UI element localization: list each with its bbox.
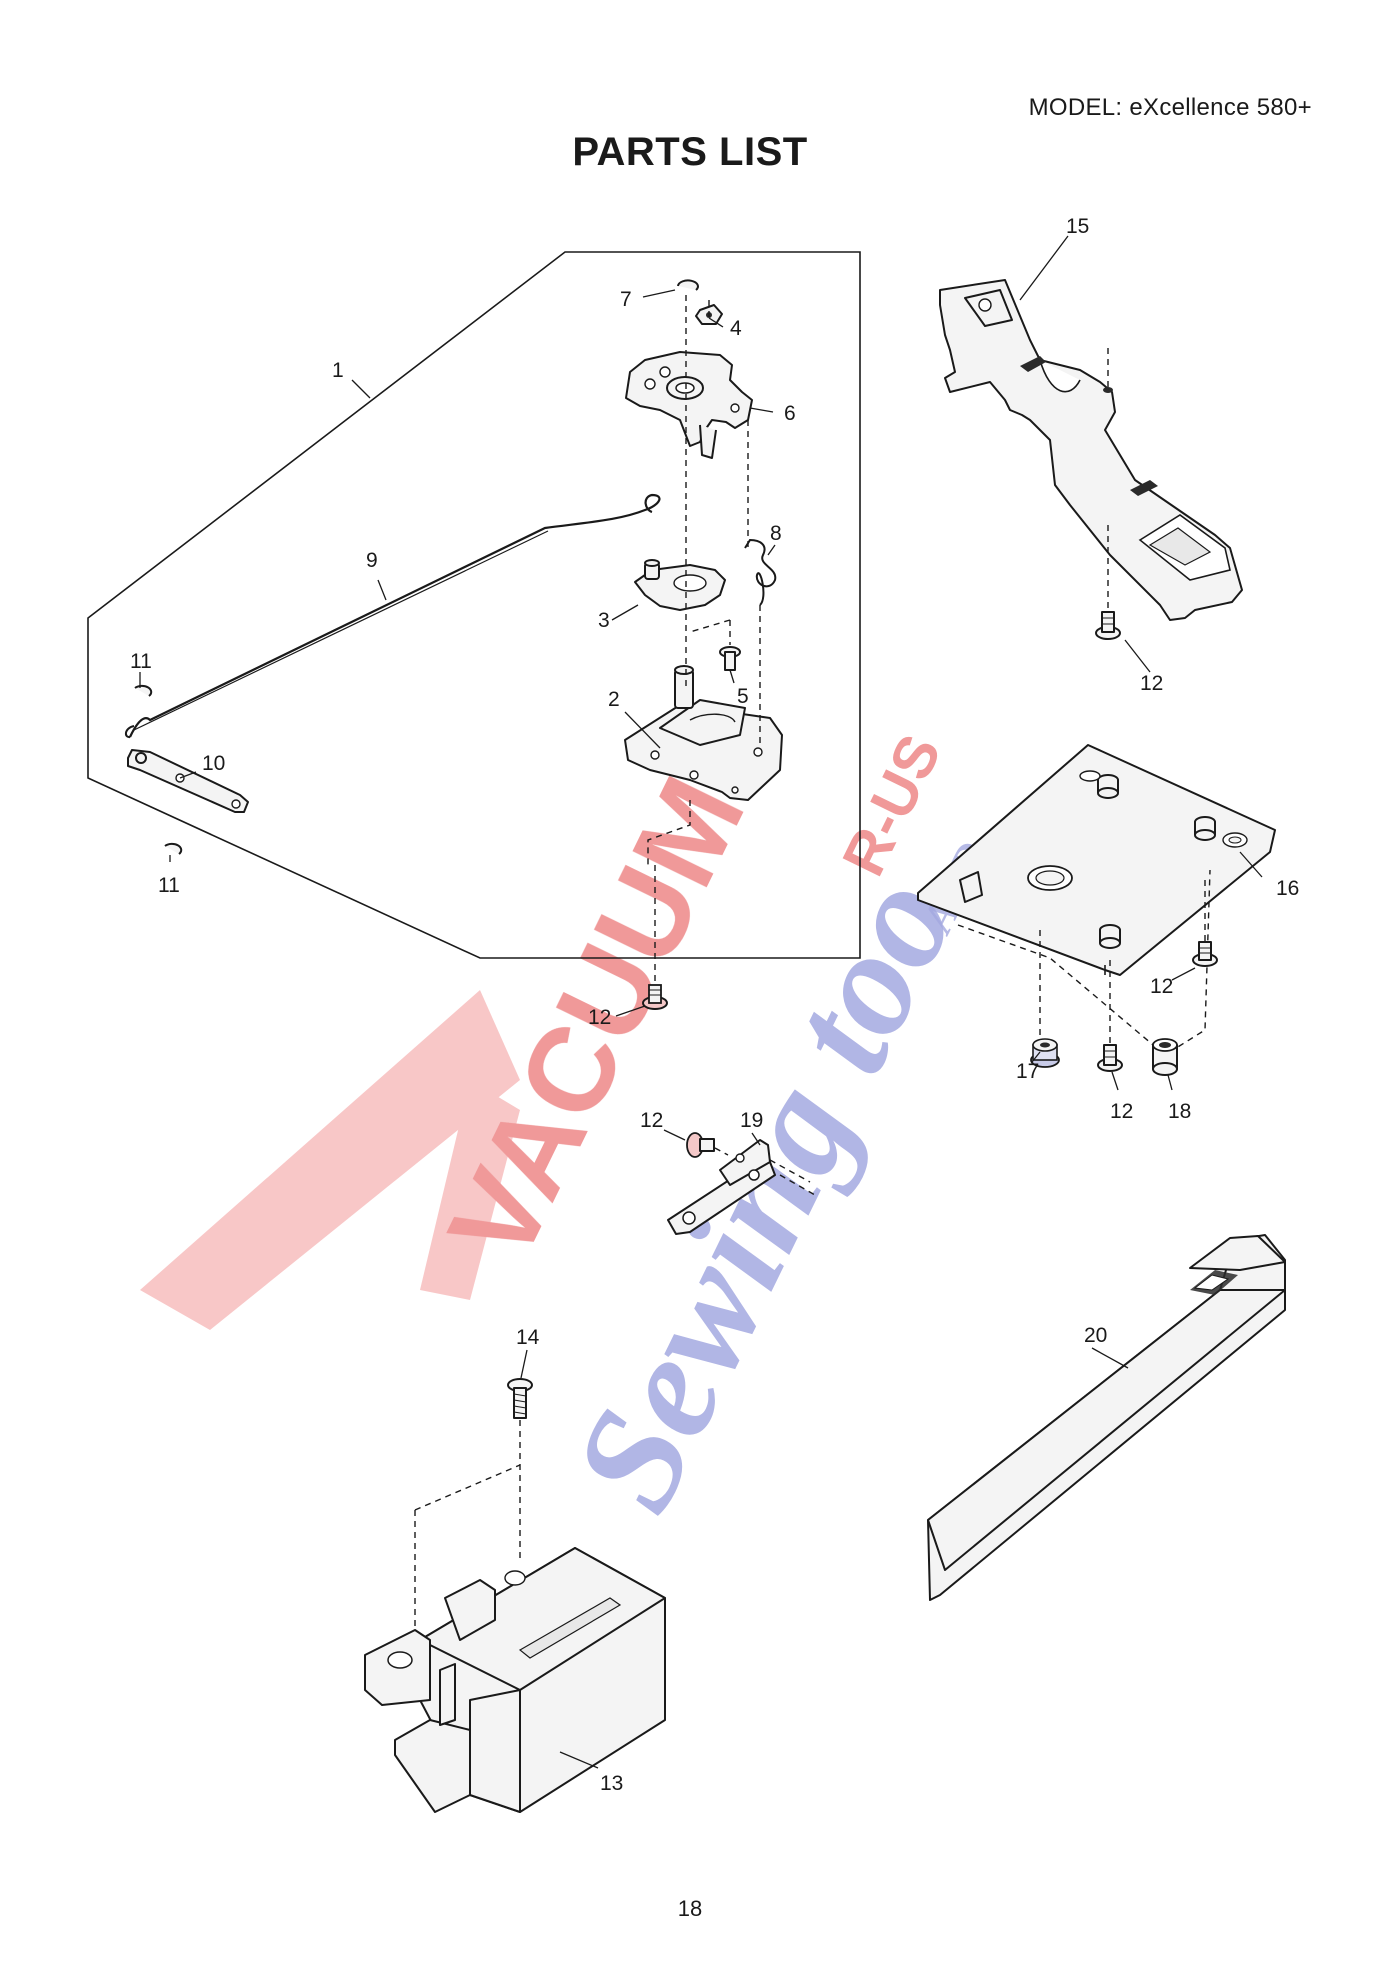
leader-3 bbox=[611, 604, 639, 621]
part-12-screw-bracket bbox=[686, 1132, 715, 1158]
callout-12-right-mid: 12 bbox=[1150, 975, 1173, 998]
callout-17: 17 bbox=[1016, 1060, 1039, 1083]
leader-2 bbox=[624, 711, 661, 749]
part-8-spring bbox=[744, 538, 777, 606]
leader-6 bbox=[749, 407, 774, 413]
leader-12e bbox=[663, 1129, 686, 1141]
leader-5 bbox=[729, 669, 735, 684]
leader-15 bbox=[1019, 235, 1069, 301]
leader-20 bbox=[1091, 1347, 1129, 1369]
part-6-cam-plate bbox=[625, 351, 753, 459]
callout-16: 16 bbox=[1276, 877, 1299, 900]
part-12-screw-center bbox=[642, 984, 668, 1010]
callout-7: 7 bbox=[620, 288, 632, 311]
page-number: 18 bbox=[677, 1896, 703, 1921]
callout-8: 8 bbox=[770, 522, 782, 545]
axis-19 bbox=[714, 1147, 816, 1196]
watermark-swoosh bbox=[140, 990, 520, 1330]
callout-4: 4 bbox=[730, 317, 742, 340]
part-7-e-ring bbox=[677, 279, 699, 291]
leader-12a bbox=[615, 1005, 646, 1017]
leader-12c bbox=[1111, 1071, 1119, 1091]
part-12-screw-right-low bbox=[1097, 1044, 1123, 1072]
axis-2-12 bbox=[647, 800, 691, 865]
part-11-e-ring-top bbox=[134, 684, 153, 697]
part-15-arm bbox=[939, 279, 1243, 621]
part-18-spacer bbox=[1152, 1038, 1178, 1076]
callout-10: 10 bbox=[202, 752, 225, 775]
callout-14: 14 bbox=[516, 1326, 540, 1349]
leader-14 bbox=[520, 1349, 528, 1379]
leader-17 bbox=[1031, 1051, 1041, 1063]
leader-12d bbox=[1124, 639, 1151, 673]
assembly-1-frame bbox=[87, 251, 861, 959]
part-9-wire-rod bbox=[124, 493, 661, 739]
callout-19: 19 bbox=[740, 1109, 763, 1132]
callout-20: 20 bbox=[1084, 1324, 1107, 1347]
leader-8 bbox=[767, 544, 776, 556]
callout-13: 13 bbox=[600, 1772, 623, 1795]
callout-18: 18 bbox=[1168, 1100, 1191, 1123]
callout-12-center: 12 bbox=[588, 1006, 611, 1029]
leader-12b bbox=[1171, 967, 1196, 981]
part-20-cover bbox=[927, 1234, 1286, 1601]
page-title: PARTS LIST bbox=[572, 130, 808, 174]
leader-10 bbox=[179, 771, 197, 779]
callout-12-right-low: 12 bbox=[1110, 1100, 1133, 1123]
part-12-screw-right-mid bbox=[1192, 941, 1218, 967]
callout-2: 2 bbox=[608, 688, 620, 711]
part-17-bushing bbox=[1030, 1038, 1060, 1068]
leader-1 bbox=[351, 379, 371, 399]
part-16-base-plate bbox=[917, 744, 1276, 976]
part-2-base-plate bbox=[624, 665, 783, 801]
part-10-link bbox=[127, 749, 249, 813]
part-3-cam bbox=[634, 559, 726, 611]
part-19-bracket bbox=[667, 1139, 776, 1235]
leader-7 bbox=[642, 289, 676, 298]
watermark-v-stroke bbox=[420, 1080, 520, 1300]
callout-6: 6 bbox=[784, 402, 796, 425]
leader-18 bbox=[1167, 1074, 1173, 1091]
part-11-e-ring-bottom bbox=[164, 842, 183, 855]
callout-15: 15 bbox=[1066, 215, 1089, 238]
part-12-screw-right-top bbox=[1095, 611, 1121, 640]
callout-1: 1 bbox=[332, 359, 344, 382]
callout-12-bracket: 12 bbox=[640, 1109, 663, 1132]
watermark: VACUUMS R-US AND Sewing too bbox=[140, 685, 998, 1534]
callout-12-right-top: 12 bbox=[1140, 672, 1163, 695]
part-5-screw bbox=[719, 646, 741, 671]
callout-5: 5 bbox=[737, 685, 749, 708]
axis-5 bbox=[689, 619, 731, 645]
callout-11-bottom: 11 bbox=[158, 874, 180, 897]
model-label: MODEL: eXcellence 580+ bbox=[1028, 94, 1312, 121]
callout-9: 9 bbox=[366, 549, 378, 572]
leader-9 bbox=[377, 579, 387, 601]
part-14-screw bbox=[507, 1378, 533, 1419]
leader-4 bbox=[708, 317, 724, 328]
leader-16 bbox=[1239, 851, 1263, 878]
leader-13 bbox=[559, 1751, 599, 1769]
callout-11-top: 11 bbox=[130, 650, 152, 673]
leader-19 bbox=[751, 1132, 761, 1146]
callout-3: 3 bbox=[598, 609, 610, 632]
